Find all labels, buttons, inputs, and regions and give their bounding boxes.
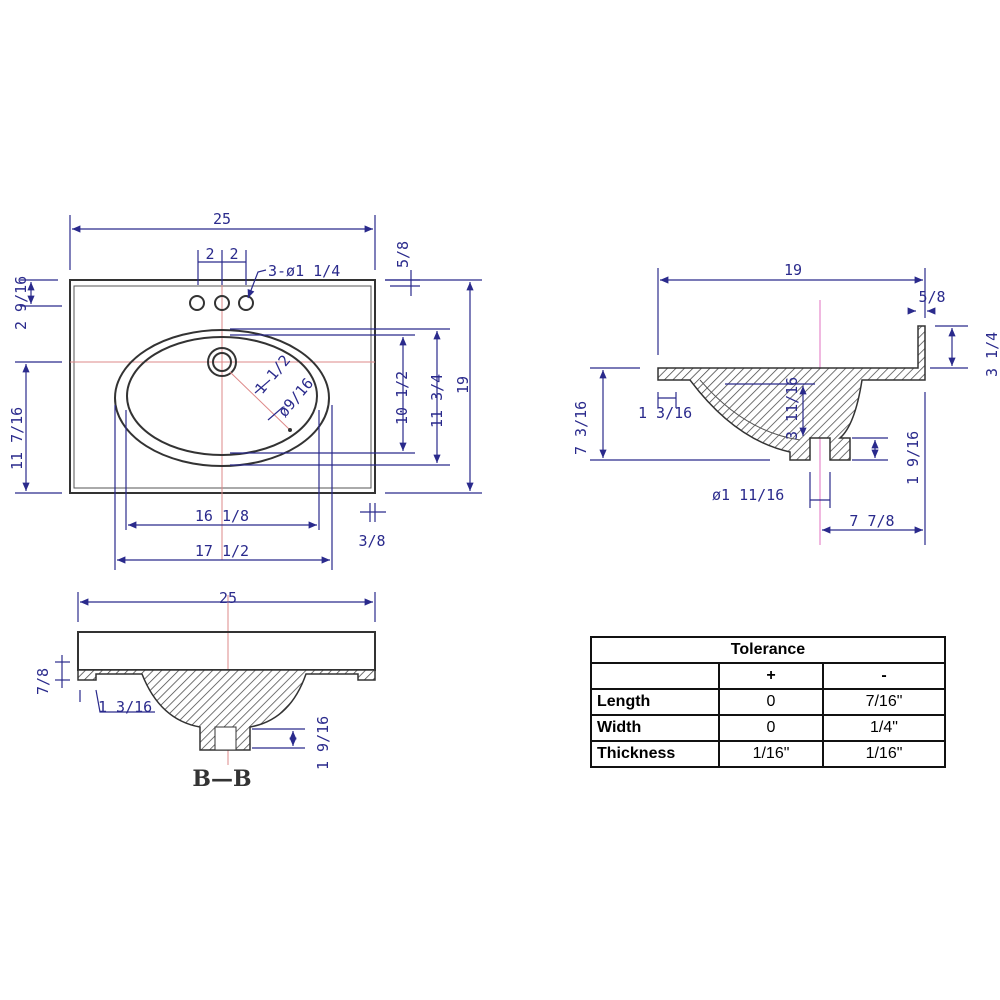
- dim-side-edge: 3/8: [358, 532, 385, 550]
- plus-header: +: [718, 662, 824, 690]
- section-bowl: [77, 669, 376, 751]
- section-slab: [77, 631, 376, 671]
- plus-value: 1/16": [718, 740, 824, 768]
- plus-value: 0: [718, 714, 824, 742]
- minus-header: -: [822, 662, 946, 690]
- faucet-hole: [214, 295, 230, 311]
- plus-value: 0: [718, 688, 824, 716]
- faucet-hole: [189, 295, 205, 311]
- minus-value: 1/4": [822, 714, 946, 742]
- dim-flange: 1 3/16: [638, 404, 692, 422]
- dim-hole-offset: 2 9/16: [12, 276, 30, 330]
- dim-depth: 19: [454, 376, 472, 394]
- side-view: 19 5/8 3 1/4 7 3/16 1 3/16 3 11/16 1 9/1…: [572, 261, 1000, 545]
- dim-section-flange: 1 3/16: [98, 698, 152, 716]
- dim-back-edge: 5/8: [394, 241, 412, 268]
- dim-lip: 5/8: [918, 288, 945, 306]
- dim-bowl-inner-depth: 10 1/2: [393, 371, 411, 425]
- bowl-outer: [114, 329, 330, 467]
- row-label: Width: [590, 714, 720, 742]
- dim-section-width: 25: [219, 589, 237, 607]
- dim-backsplash: 3 1/4: [983, 332, 1000, 377]
- row-label: Thickness: [590, 740, 720, 768]
- faucet-hole: [238, 295, 254, 311]
- dim-drain-dia: ø9/16: [274, 374, 317, 420]
- dim-drain-offset: 7 7/8: [849, 512, 894, 530]
- dim-bowl-inner-width: 16 1/8: [195, 507, 249, 525]
- sink-section: [657, 325, 926, 461]
- tolerance-title: Tolerance: [590, 636, 946, 664]
- dim-bowl-outer-width: 17 1/2: [195, 542, 249, 560]
- section-view: 25 7/8 1 3/16 1 9/16 B—B: [34, 589, 376, 792]
- minus-value: 7/16": [822, 688, 946, 716]
- dim-bowl-center: 11 7/16: [8, 407, 26, 470]
- top-view: 25 2 2 3-ø1 1/4 5/8 2 9/16 11 7/16 10 1/…: [8, 210, 482, 570]
- dim-total-height: 7 3/16: [572, 401, 590, 455]
- dim-width: 25: [213, 210, 231, 228]
- dim-slab-thickness: 7/8: [34, 668, 52, 695]
- dim-hole-spacing: 2: [205, 245, 214, 263]
- dim-hole-callout: 3-ø1 1/4: [268, 262, 340, 280]
- dim-bowl-depth: 3 11/16: [783, 377, 801, 440]
- dim-section-drain-height: 1 9/16: [314, 716, 332, 770]
- dim-bowl-outer-depth: 11 3/4: [428, 374, 446, 428]
- dim-side-depth: 19: [784, 261, 802, 279]
- bowl-inner: [126, 336, 318, 456]
- minus-value: 1/16": [822, 740, 946, 768]
- drain: [207, 347, 237, 377]
- dim-drain-height: 1 9/16: [904, 431, 922, 485]
- dim-hole-spacing: 2: [229, 245, 238, 263]
- section-label: B—B: [192, 766, 251, 792]
- row-label: Length: [590, 688, 720, 716]
- dim-drain-offset: 1 1/2: [251, 351, 294, 397]
- dim-side-drain-dia: ø1 11/16: [712, 486, 784, 504]
